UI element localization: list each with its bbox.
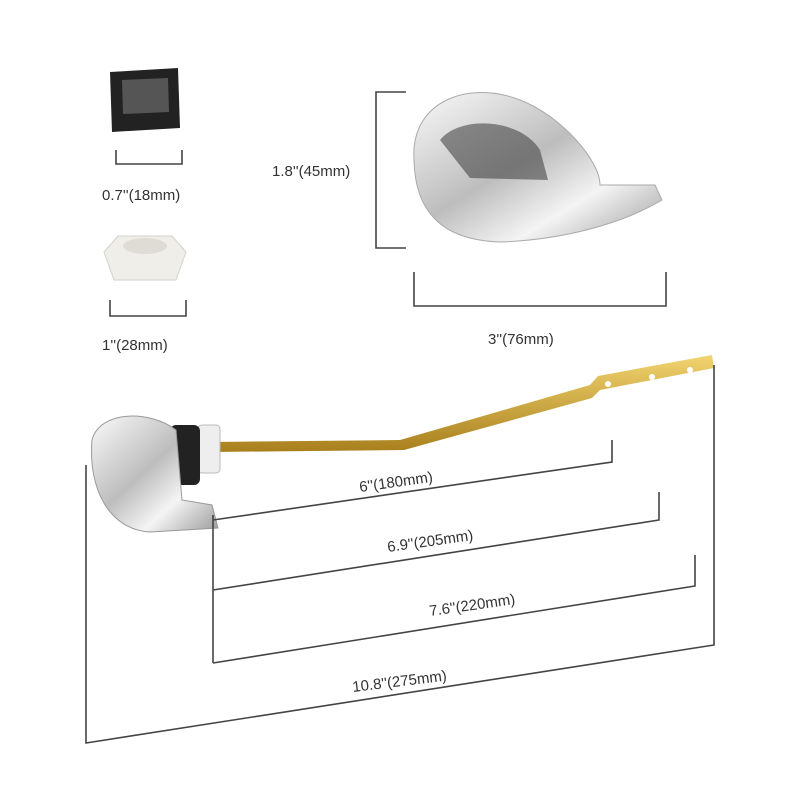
handle-width-label: 3''(76mm) <box>488 331 554 348</box>
chrome-handle <box>413 92 663 243</box>
overall-line <box>85 365 715 744</box>
handle-height-label: 1.8''(45mm) <box>272 163 350 180</box>
nut-dimension-line <box>109 300 187 317</box>
arm-6-line <box>212 440 613 521</box>
hex-nut <box>103 235 187 281</box>
gasket-label: 0.7''(18mm) <box>102 187 180 204</box>
arm-6-label: 6''(180mm) <box>358 469 434 496</box>
arm-76-line <box>212 555 696 664</box>
arm-69-line <box>212 492 660 591</box>
nut-label: 1''(28mm) <box>102 337 168 354</box>
arm-76-label: 7.6''(220mm) <box>428 591 516 620</box>
handle-width-line <box>413 272 667 307</box>
overall-label: 10.8''(275mm) <box>351 668 447 696</box>
gasket-dimension-line <box>115 150 183 165</box>
handle-height-line <box>375 91 406 249</box>
lever-assembly <box>91 355 714 533</box>
square-gasket <box>110 68 180 132</box>
